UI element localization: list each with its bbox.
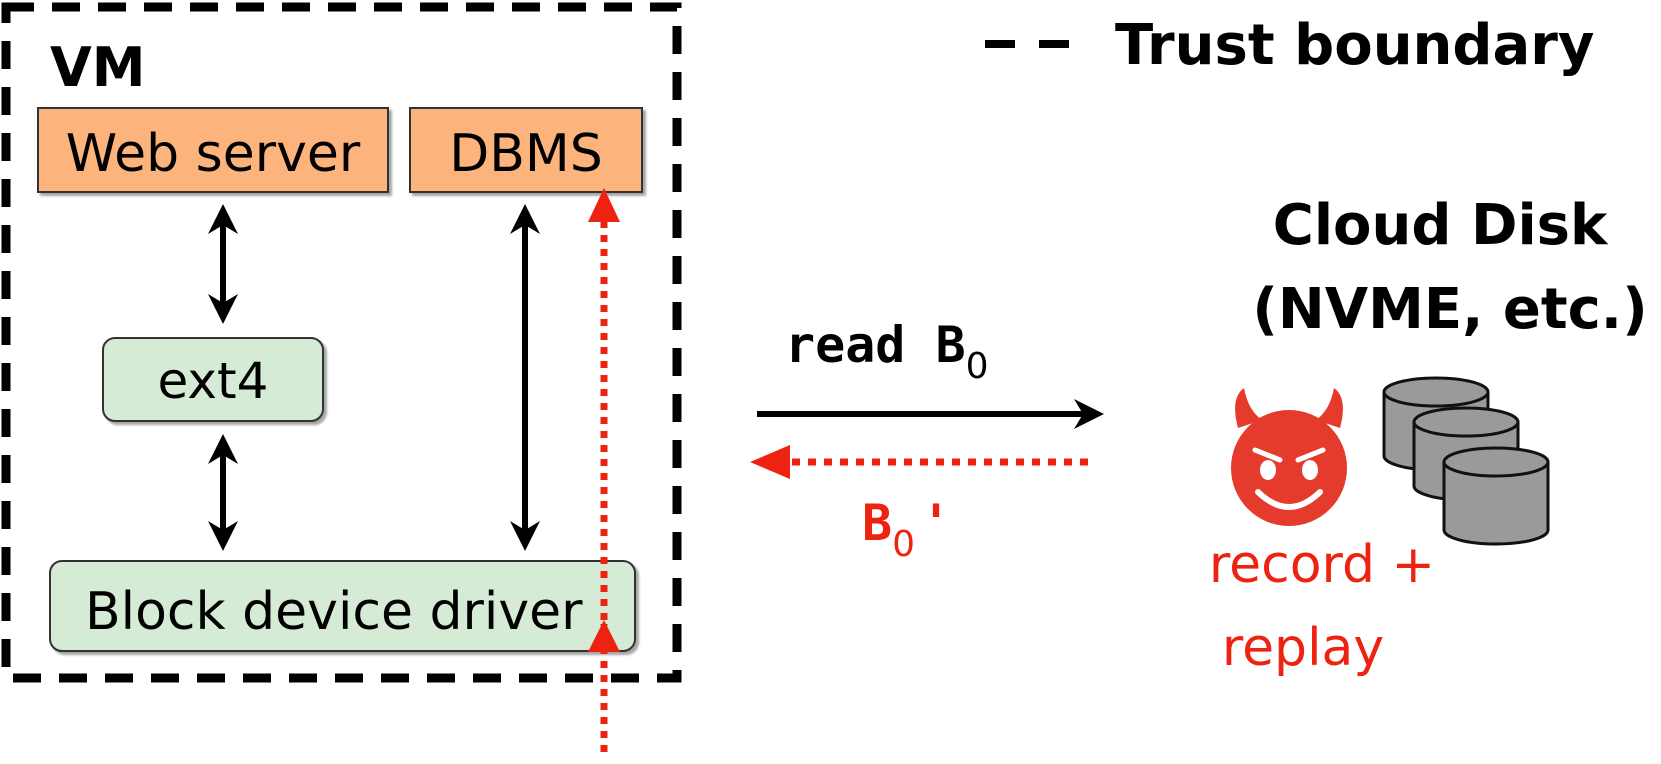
vm-label: VM (50, 36, 146, 99)
response-prime: ' (921, 494, 951, 552)
web-server-box: Web server (37, 107, 389, 193)
web-server-label: Web server (66, 124, 361, 184)
read-request-label: read B0 (785, 316, 989, 387)
dbms-box: DBMS (409, 107, 643, 193)
attack-arrowhead-bottom (588, 620, 620, 652)
vm-trust-boundary (1, 2, 682, 683)
response-arrowhead (750, 445, 790, 479)
attack-arrowhead-top (588, 188, 620, 222)
block-driver-box: Block device driver (49, 560, 636, 652)
response-label: B0' (862, 494, 951, 565)
ext4-label: ext4 (158, 352, 269, 410)
cloud-disk-subtitle: (NVME, etc.) (1252, 277, 1647, 342)
response-subscript: 0 (892, 524, 915, 565)
cloud-disk-title: Cloud Disk (1273, 193, 1609, 258)
read-request-subscript: 0 (966, 346, 989, 387)
attacker-label-line1: record + (1209, 535, 1435, 595)
block-driver-label: Block device driver (85, 582, 583, 642)
attacker-label-line2: replay (1222, 618, 1384, 678)
disk-stack-icon (1382, 376, 1550, 546)
devil-face-icon (1231, 388, 1347, 526)
dbms-label: DBMS (449, 124, 603, 184)
legend-label: Trust boundary (1115, 13, 1594, 78)
ext4-box: ext4 (102, 337, 324, 422)
